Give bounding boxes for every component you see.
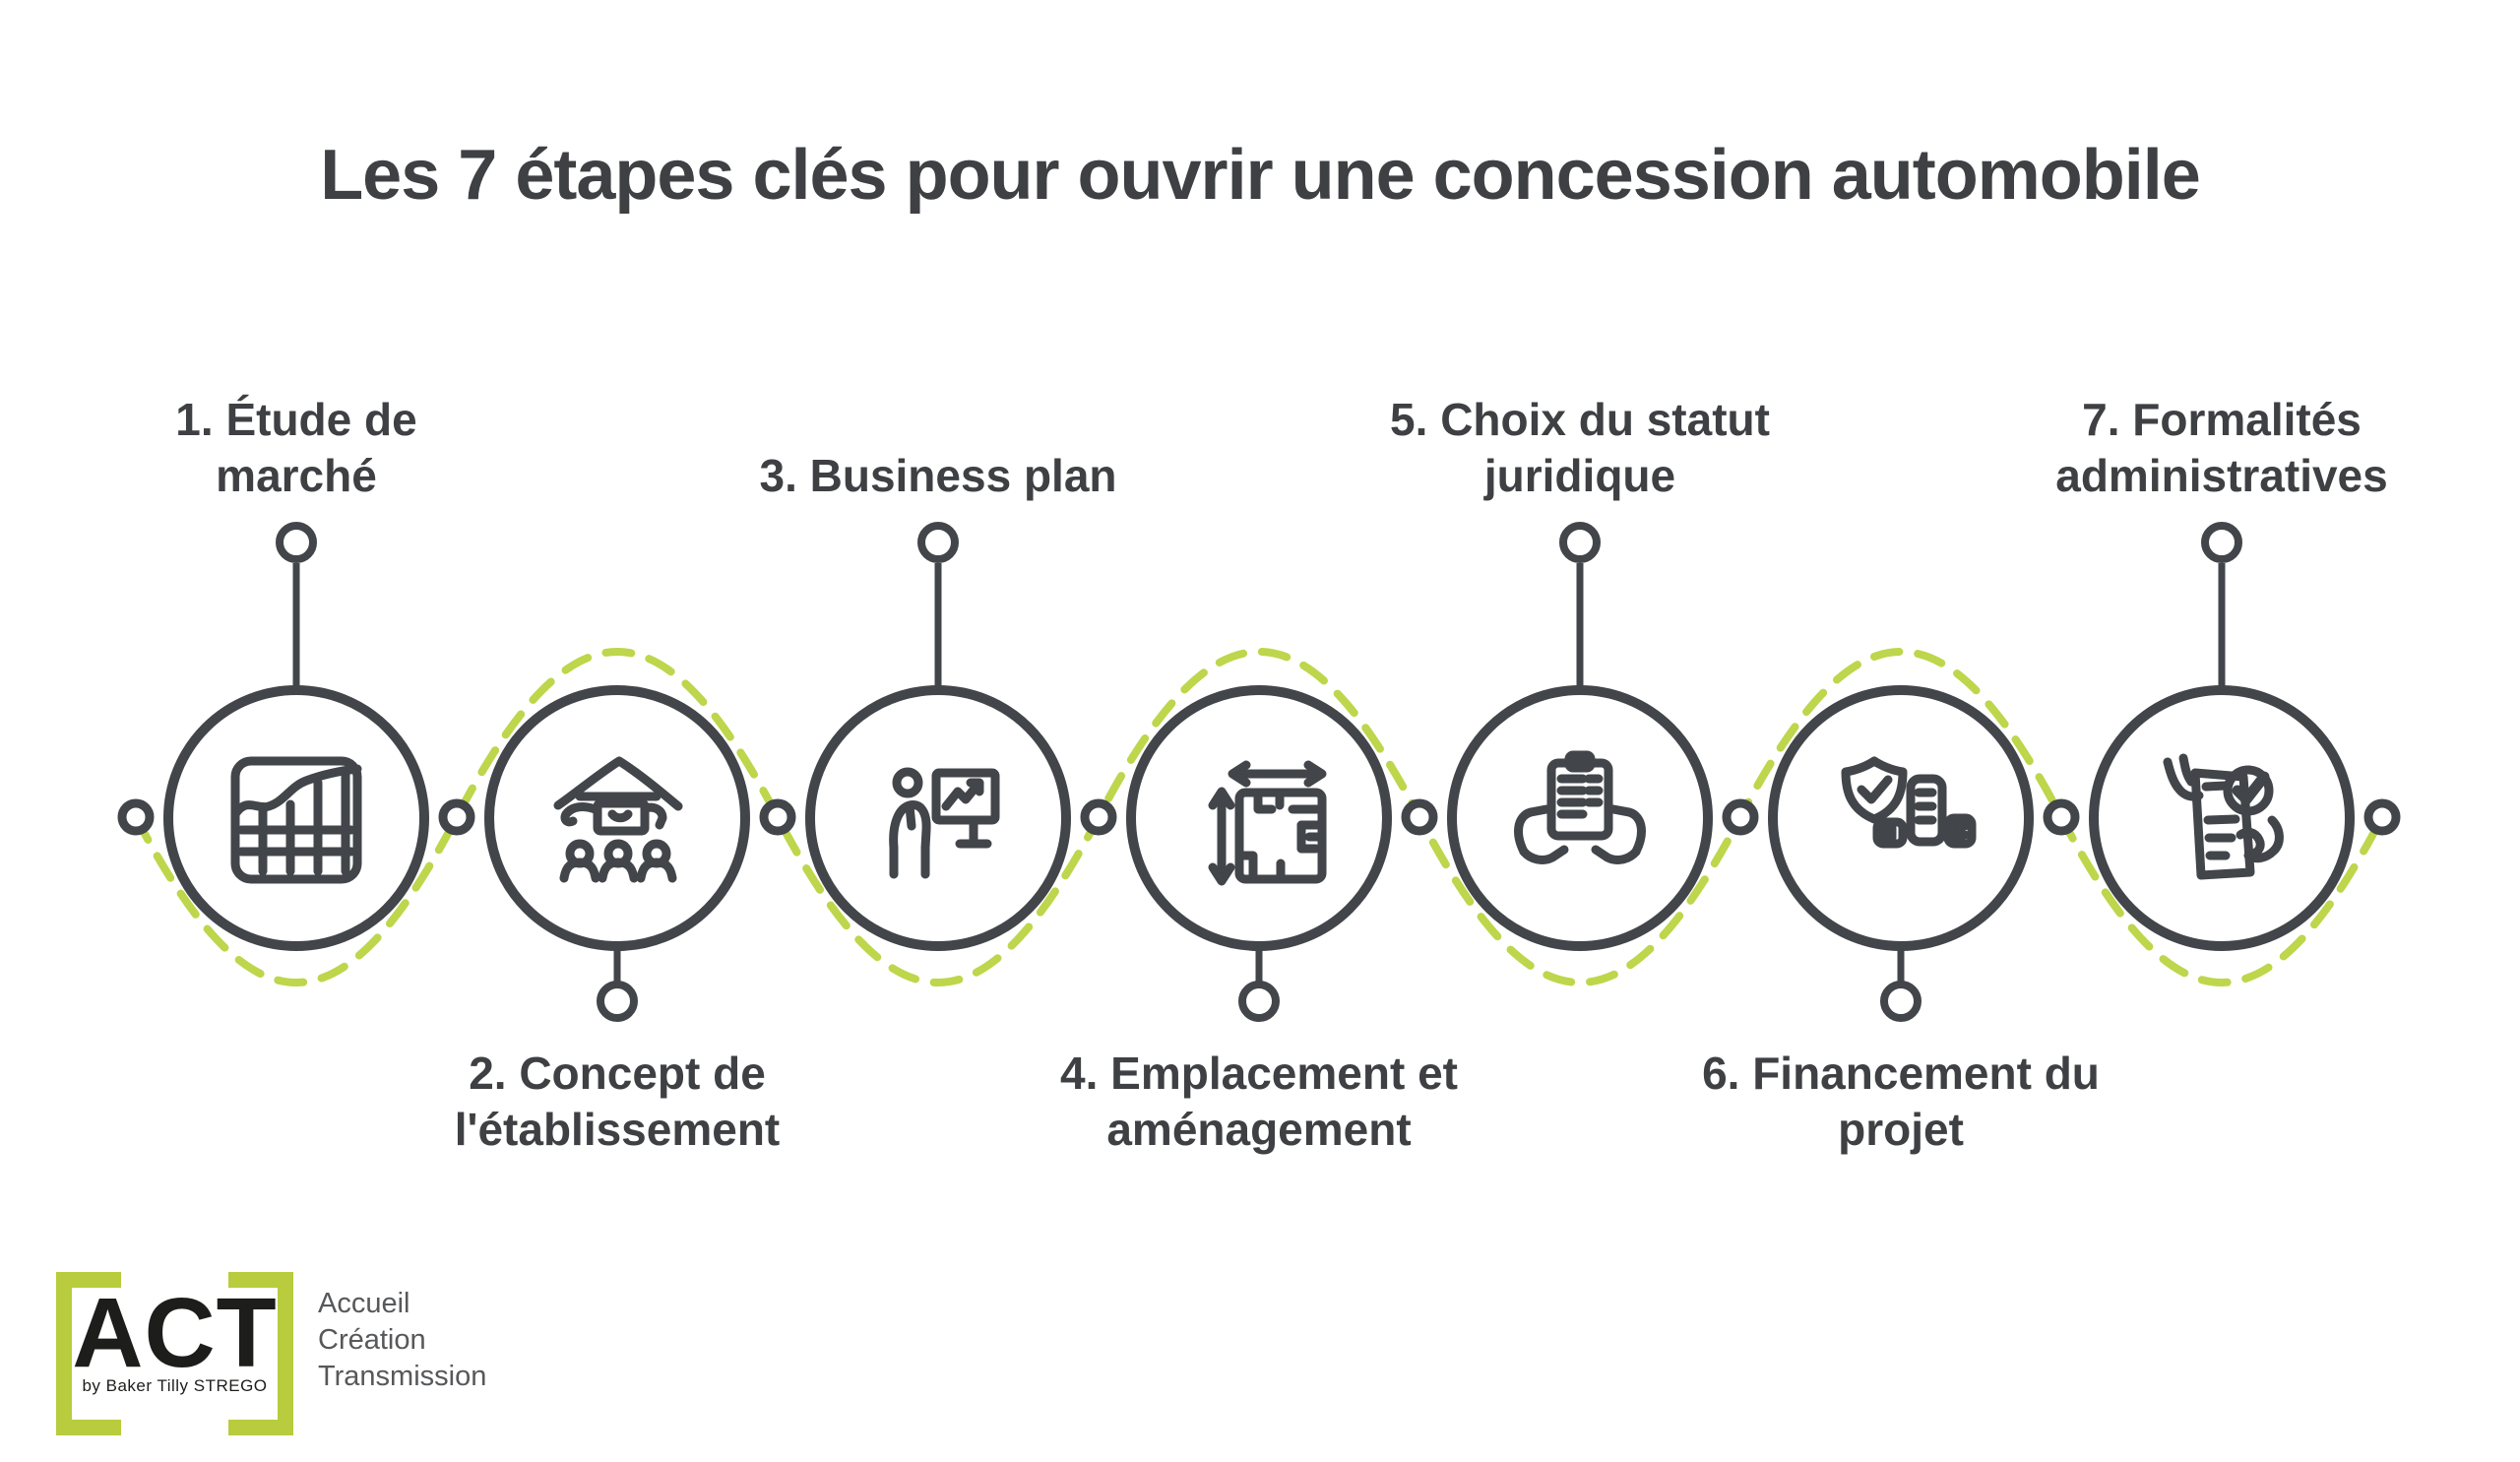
step-3-label: 3. Business plan: [759, 450, 1117, 501]
axis-dot: [117, 798, 155, 836]
step-1-circle: [163, 685, 429, 951]
axis-dot: [2363, 798, 2401, 836]
axis-dot: [759, 798, 796, 836]
step-2-connector: [597, 943, 638, 1022]
logo-byline: by Baker Tilly STREGO: [82, 1376, 268, 1395]
axis-dot: [1401, 798, 1438, 836]
step-4-circle: [1126, 685, 1392, 951]
document-check-hands-icon: [2163, 753, 2284, 880]
axis-dot: [1080, 798, 1117, 836]
step-6-circle: [1768, 685, 2034, 951]
logo-tagline: Accueil Création Transmission: [318, 1288, 487, 1392]
shield-check-money-icon: [1841, 756, 1977, 849]
axis-dot: [1722, 798, 1759, 836]
step-4-connector: [1238, 943, 1280, 1022]
presentation-chart-icon: [889, 767, 1000, 879]
hands-holding-document-icon: [1514, 750, 1646, 864]
storefront-people-icon: [553, 756, 683, 883]
logo-acronym: ACT: [72, 1278, 278, 1388]
step-7-connector: [2201, 522, 2242, 693]
step-5-connector: [1559, 522, 1601, 693]
step-6-connector: [1880, 943, 1922, 1022]
act-logo: ACT by Baker Tilly STREGO: [56, 1272, 293, 1435]
page-title: Les 7 étapes clés pour ouvrir une conces…: [320, 136, 2201, 215]
market-chart-icon: [230, 756, 362, 884]
axis-dot: [438, 798, 475, 836]
step-3-connector: [917, 522, 959, 693]
dashed-wave-line: [132, 648, 2386, 986]
axis-dot: [2043, 798, 2080, 836]
floor-plan-dimensions-icon: [1208, 760, 1327, 886]
logo-right-bracket-icon: [228, 1272, 293, 1435]
logo-left-bracket-icon: [56, 1272, 121, 1435]
step-1-connector: [276, 522, 317, 693]
